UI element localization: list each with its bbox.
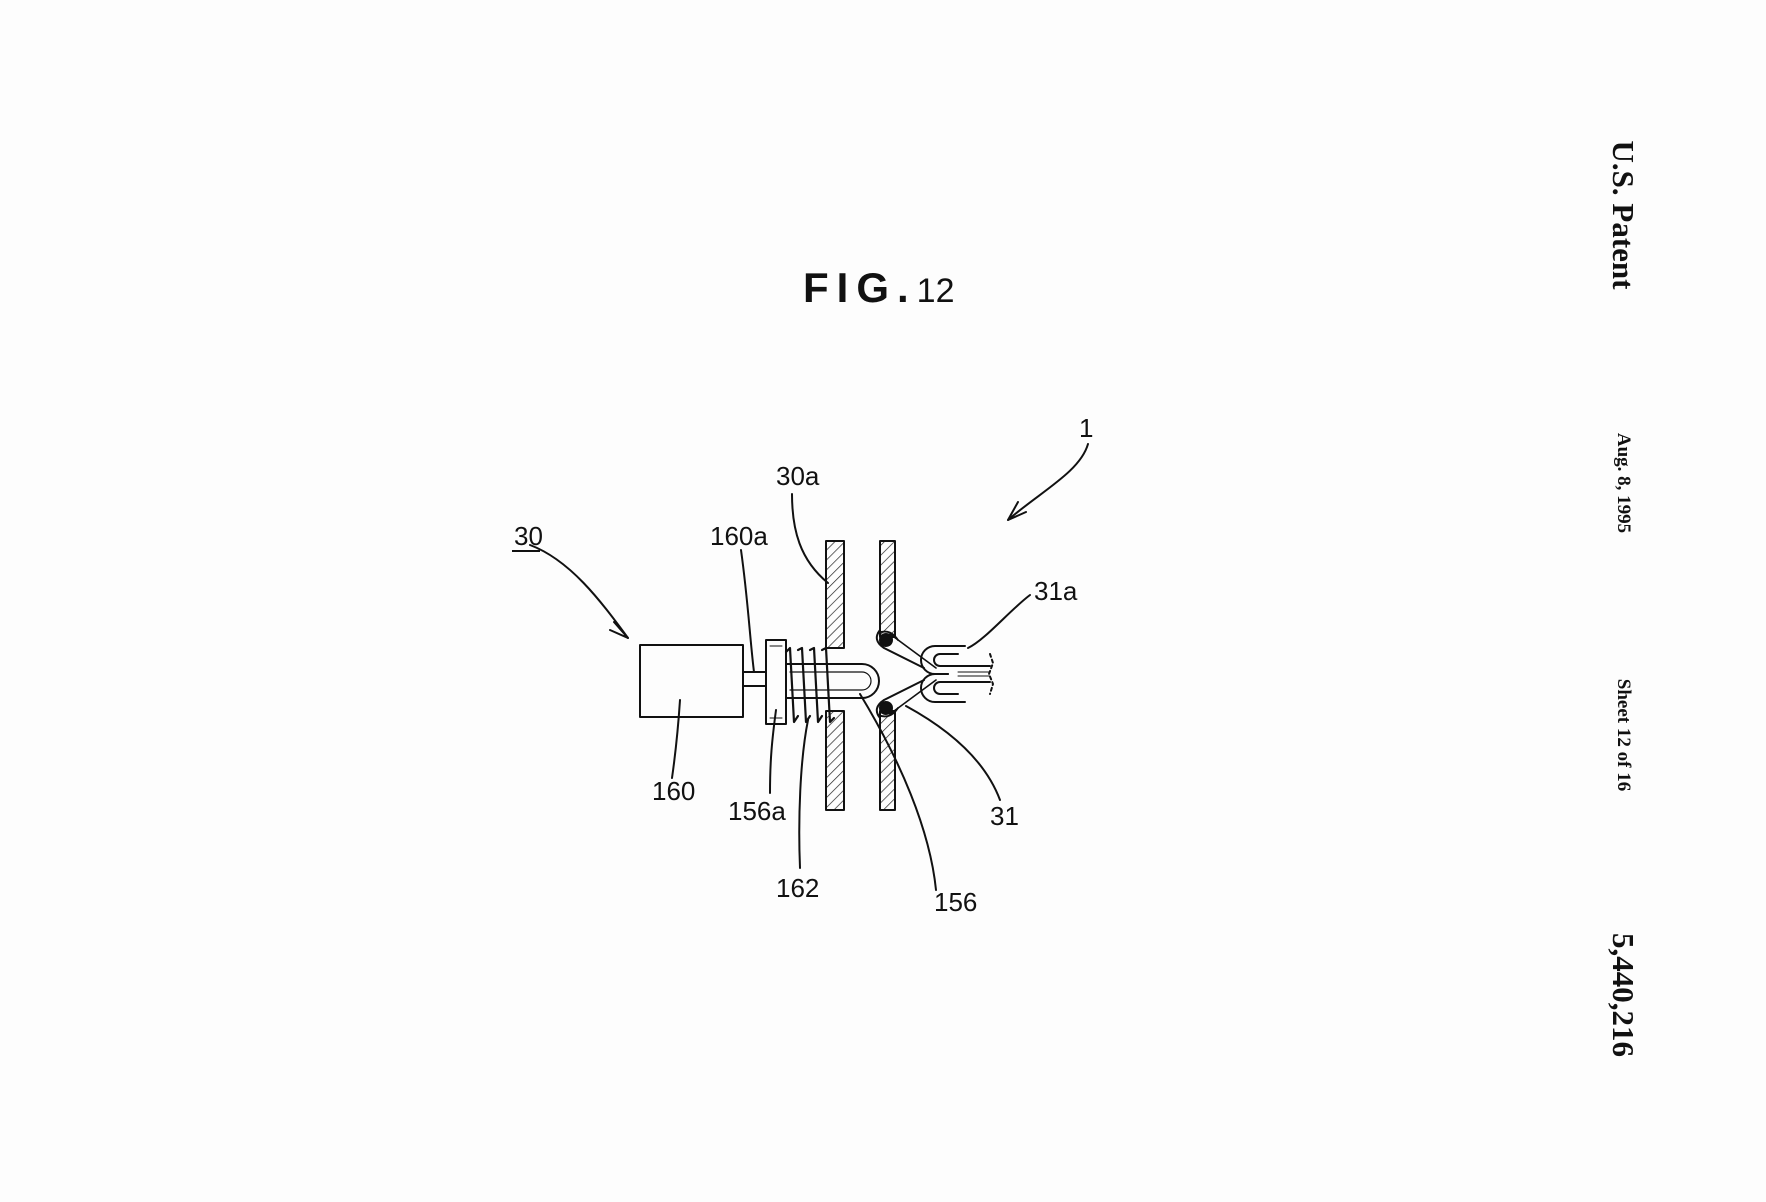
wall-31-upper xyxy=(879,540,896,638)
wall-31-lower xyxy=(879,710,896,811)
wall-30a-lower xyxy=(825,710,845,811)
leader-30a xyxy=(791,493,829,584)
figure-title-word: FIG. xyxy=(803,264,917,311)
label-160a: 160a xyxy=(710,521,768,551)
label-156a: 156a xyxy=(728,796,786,826)
figure-title-number: 12 xyxy=(916,272,955,310)
leader-160 xyxy=(671,699,681,779)
label-31a: 31a xyxy=(1034,576,1078,606)
plunger-rod xyxy=(785,663,880,699)
label-1: 1 xyxy=(1079,413,1093,443)
label-156: 156 xyxy=(934,887,977,917)
leader-162 xyxy=(798,719,809,869)
label-31: 31 xyxy=(990,801,1019,831)
label-30a: 30a xyxy=(776,461,820,491)
plunger-flange xyxy=(765,639,787,725)
leader-156 xyxy=(859,693,937,891)
leader-30 xyxy=(529,544,629,639)
label-30: 30 xyxy=(514,521,543,551)
leader-31 xyxy=(905,705,1001,801)
wall-30a-upper xyxy=(825,540,845,649)
label-162: 162 xyxy=(776,873,819,903)
actuator-body xyxy=(639,644,744,718)
leader-156a xyxy=(769,709,777,794)
leader-31a xyxy=(967,594,1031,649)
label-160: 160 xyxy=(652,776,695,806)
leader-1 xyxy=(1007,443,1089,521)
figure-title: FIG.12 xyxy=(803,264,955,312)
leader-160a xyxy=(740,549,755,673)
pin-31a-head xyxy=(920,645,966,675)
